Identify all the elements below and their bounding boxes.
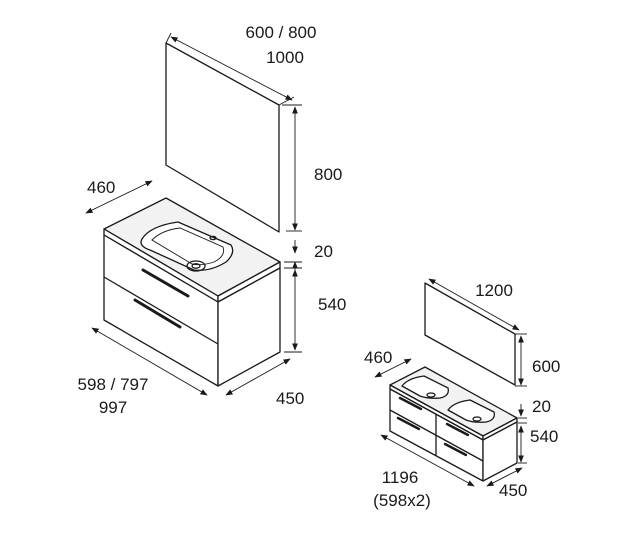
label-width-alt: 997 [99,398,127,417]
basin-icon [140,221,234,272]
dimension-line-width [380,434,475,487]
extension-line [165,32,172,44]
drawer-handle-icon [396,416,421,431]
label-depth-top: 460 [87,178,115,197]
label-cabinet-height: 540 [318,295,346,314]
drawer-handle-icon [141,268,190,298]
cabinet-side [217,267,281,387]
dimension-line-depth-top [85,180,153,214]
label-mirror-width-alt: 1000 [266,48,304,67]
dimension-line-depth-bottom [225,358,291,396]
small-unit: 1200 600 20 540 460 1196 (598x2) 450 [364,278,560,510]
dimension-line-width [91,327,208,396]
drawer-handle-icon [398,396,423,411]
cabinet-side [482,421,518,482]
label-depth-top: 460 [364,348,392,367]
label-width-main: 598 / 797 [78,375,149,394]
label-top-thickness: 20 [314,242,333,261]
label-cabinet-height: 540 [530,427,558,446]
extension-line [278,96,295,106]
dimension-line-mirror-width [170,36,293,101]
label-width-sub: (598x2) [373,491,431,510]
label-depth-bottom: 450 [276,389,304,408]
label-width-main: 1196 [382,468,419,487]
large-unit: 600 / 800 1000 800 20 540 460 598 / 797 … [78,23,347,417]
label-mirror-height: 800 [314,165,342,184]
drawer-handle-icon [445,422,470,437]
drawer-handle-icon [133,298,182,329]
label-top-thickness: 20 [532,397,551,416]
basin-icon [447,399,495,423]
label-mirror-width: 1200 [475,281,513,300]
dimension-line-depth-bottom [486,467,523,487]
dimension-line-depth-top [374,358,412,378]
basin-icon [401,375,449,399]
label-depth-bottom: 450 [499,481,527,500]
dimension-line-mirror-width [428,278,520,331]
mirror-icon [165,42,280,233]
label-mirror-height: 600 [532,357,560,376]
label-mirror-width: 600 / 800 [246,23,317,42]
